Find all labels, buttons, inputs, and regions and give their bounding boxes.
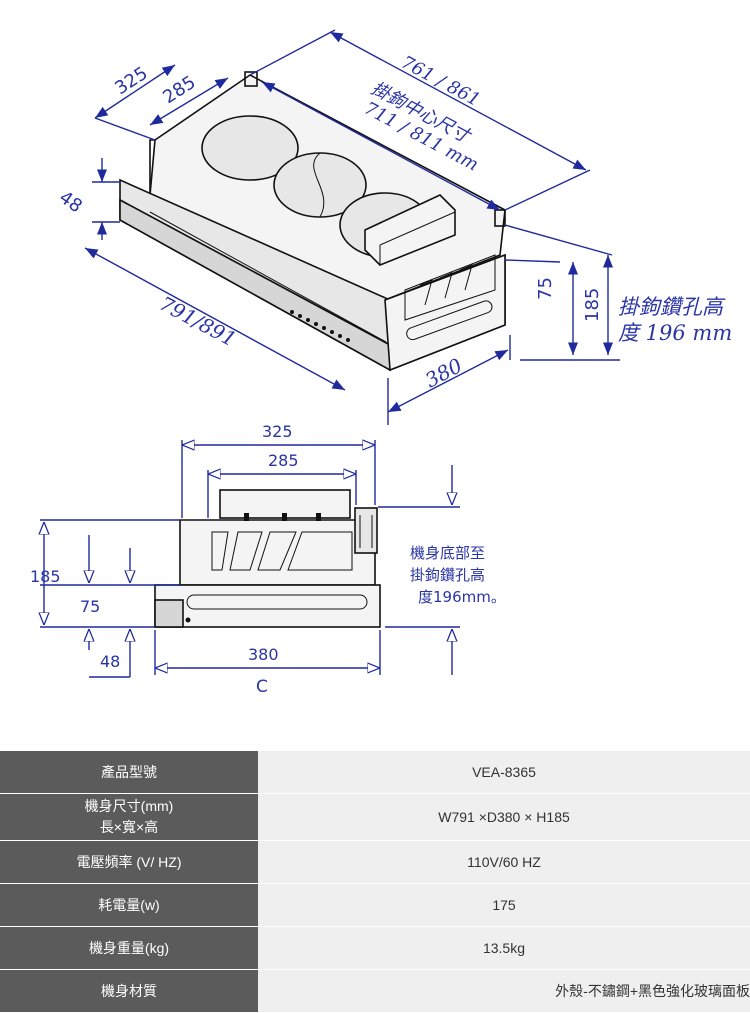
spec-value: VEA-8365 <box>258 751 750 794</box>
spec-row-dimensions: 機身尺寸(mm)長×寬×高 W791 ×D380 × H185 <box>0 793 750 841</box>
dim-75-side: 75 <box>80 597 100 616</box>
side-note-line1: 機身底部至 <box>410 544 485 562</box>
spec-value: 110V/60 HZ <box>258 840 750 884</box>
dim-285-side: 285 <box>268 451 299 470</box>
spec-label: 機身重量(kg) <box>0 926 258 970</box>
dim-325-side: 325 <box>262 422 293 441</box>
dim-48-top: 48 <box>55 187 86 217</box>
side-note-line3: 度196mm。 <box>418 588 506 606</box>
dim-185-side: 185 <box>30 567 61 586</box>
spec-row-power: 耗電量(w) 175 <box>0 883 750 927</box>
spec-label: 機身尺寸(mm)長×寬×高 <box>0 793 258 841</box>
side-view: 325 285 185 75 48 380 C 機身底部至 掛鉤鑽孔高 度196… <box>30 422 506 697</box>
range-hood-dimension-drawing: 761 / 861 掛鉤中心尺寸 711 / 811 mm 325 285 48… <box>30 29 732 697</box>
side-note-line2: 掛鉤鑽孔高 <box>410 566 485 584</box>
spec-label: 機身材質 <box>0 969 258 1013</box>
spec-row-material: 機身材質 外殼-不鏽鋼+黑色強化玻璃面板 <box>0 969 750 1013</box>
dim-380-top: 380 <box>421 353 466 392</box>
dim-185-top: 185 <box>582 288 603 322</box>
dim-791-891: 791/891 <box>156 291 241 351</box>
spec-table: 產品型號 VEA-8365 機身尺寸(mm)長×寬×高 W791 ×D380 ×… <box>0 751 750 1013</box>
spec-label: 耗電量(w) <box>0 883 258 927</box>
dim-c-side: C <box>256 677 268 697</box>
isometric-view: 761 / 861 掛鉤中心尺寸 711 / 811 mm 325 285 48… <box>55 29 732 425</box>
spec-row-weight: 機身重量(kg) 13.5kg <box>0 926 750 970</box>
spec-label: 產品型號 <box>0 751 258 794</box>
spec-row-voltage: 電壓頻率 (V/ HZ) 110V/60 HZ <box>0 840 750 884</box>
dim-380-side: 380 <box>248 645 279 664</box>
spec-value: 175 <box>258 883 750 927</box>
spec-value: 13.5kg <box>258 926 750 970</box>
spec-value: W791 ×D380 × H185 <box>258 793 750 841</box>
spec-label: 電壓頻率 (V/ HZ) <box>0 840 258 884</box>
spec-row-model: 產品型號 VEA-8365 <box>0 751 750 794</box>
dim-285-top: 285 <box>159 72 199 108</box>
hook-hole-note-line1: 掛鉤鑽孔高 <box>618 295 726 319</box>
dim-75-top: 75 <box>535 277 556 300</box>
spec-value: 外殼-不鏽鋼+黑色強化玻璃面板 <box>258 969 750 1013</box>
hook-hole-note-line2: 度 196 mm <box>618 321 732 345</box>
dim-48-side: 48 <box>100 652 120 671</box>
